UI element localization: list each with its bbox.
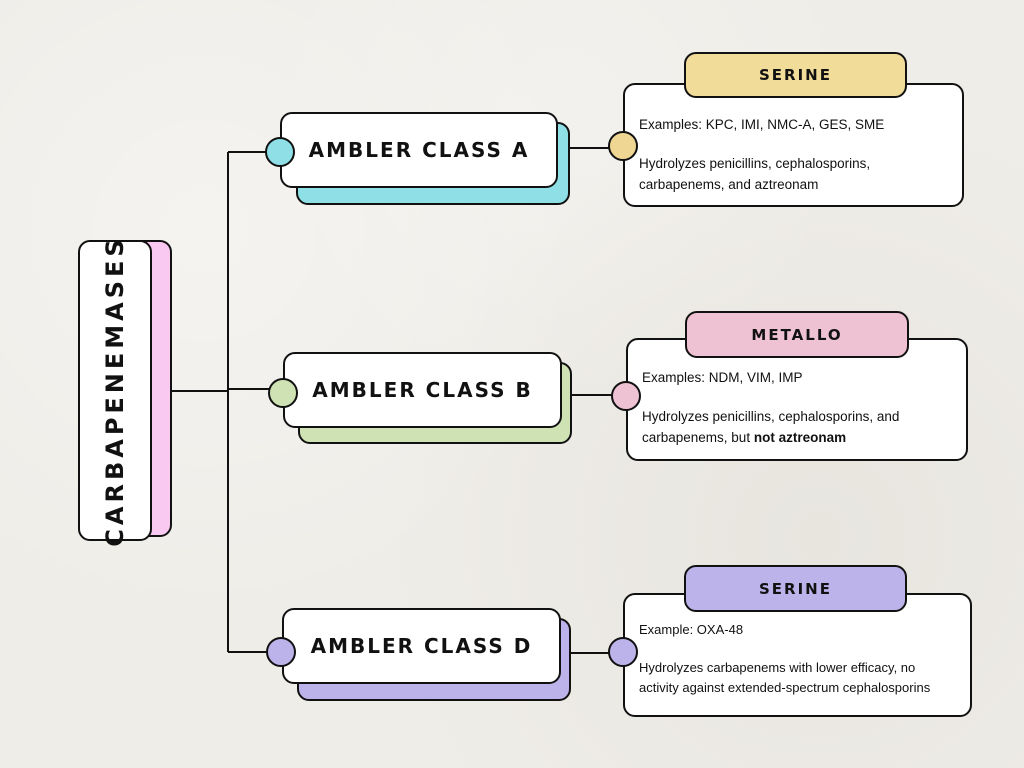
- class-d-examples: Example: OXA-48: [639, 622, 744, 637]
- class-a-detail-box: Examples: KPC, IMI, NMC-A, GES, SME Hydr…: [623, 83, 964, 207]
- class-d-tag-label: SERINE: [759, 579, 832, 598]
- class-b-examples: Examples: NDM, VIM, IMP: [642, 370, 803, 385]
- class-b-card: AMBLER CLASS B: [283, 352, 562, 428]
- class-b-description-text: Hydrolyzes penicillins, cephalosporins, …: [642, 409, 900, 445]
- class-d-card: AMBLER CLASS D: [282, 608, 561, 684]
- class-d-connector-dot: [266, 637, 296, 667]
- class-a-serine-tag: SERINE: [684, 52, 907, 98]
- class-a-label: AMBLER CLASS A: [308, 138, 530, 162]
- class-d-description: Hydrolyzes carbapenems with lower effica…: [639, 658, 956, 698]
- class-d-serine-tag: SERINE: [684, 565, 907, 612]
- root-node: CARBAPENEMASES: [78, 235, 152, 546]
- class-d-detail-box: Example: OXA-48 Hydrolyzes carbapenems w…: [623, 593, 972, 717]
- class-a-description-text: Hydrolyzes penicillins, cephalosporins, …: [639, 156, 871, 192]
- class-d-description-text: Hydrolyzes carbapenems with lower effica…: [639, 660, 931, 695]
- class-d-detail-dot: [608, 637, 638, 667]
- class-b-connector-dot: [268, 378, 298, 408]
- root-label: CARBAPENEMASES: [101, 234, 129, 547]
- class-a-detail-dot: [608, 131, 638, 161]
- class-b-detail-box: Examples: NDM, VIM, IMP Hydrolyzes penic…: [626, 338, 968, 461]
- class-a-examples: Examples: KPC, IMI, NMC-A, GES, SME: [639, 117, 885, 132]
- class-a-tag-label: SERINE: [759, 66, 832, 84]
- class-d-label: AMBLER CLASS D: [310, 634, 533, 658]
- class-a-description: Hydrolyzes penicillins, cephalosporins, …: [639, 153, 948, 195]
- class-b-label: AMBLER CLASS B: [312, 378, 533, 402]
- class-a-card: AMBLER CLASS A: [280, 112, 558, 188]
- class-b-description-emphasis: not aztreonam: [753, 430, 847, 445]
- class-b-detail-dot: [611, 381, 641, 411]
- class-b-description: Hydrolyzes penicillins, cephalosporins, …: [642, 406, 952, 448]
- class-b-tag-label: METALLO: [751, 325, 843, 344]
- class-b-metallo-tag: METALLO: [685, 311, 909, 358]
- class-a-connector-dot: [265, 137, 295, 167]
